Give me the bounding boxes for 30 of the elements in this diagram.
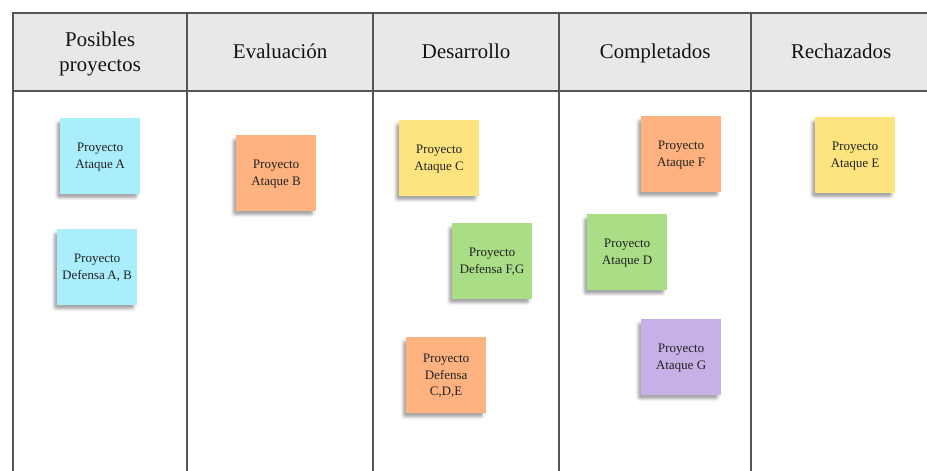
note-text: Proyecto Defensa F,G [458, 244, 526, 278]
sticky-note [452, 223, 532, 299]
sticky-note [406, 337, 486, 413]
note-text: Proyecto Ataque B [250, 156, 302, 190]
note-text: Proyecto Defensa A, B [61, 250, 133, 284]
sticky-note [641, 319, 721, 395]
column-title: Posibles proyectos [58, 26, 142, 78]
note-text: Proyecto Ataque C [413, 141, 465, 175]
column-title: Desarrollo [422, 39, 510, 65]
sticky-note [815, 117, 895, 193]
sticky-note [641, 116, 721, 192]
sticky-note [399, 120, 479, 196]
board-column [558, 12, 750, 471]
sticky-note [587, 214, 667, 290]
note-text: Proyecto Ataque E [830, 138, 880, 172]
column-title: Evaluación [232, 39, 328, 65]
note-text: Proyecto Defensa C,D,E [422, 350, 470, 400]
note-text: Proyecto Ataque F [656, 137, 706, 171]
sticky-note [57, 229, 137, 305]
board-column [750, 12, 927, 471]
note-text: Proyecto Ataque G [654, 340, 708, 374]
board-column [186, 12, 372, 471]
sticky-note [60, 118, 140, 194]
column-title: Completados [600, 39, 710, 65]
note-text: Proyecto Ataque A [74, 139, 126, 173]
board-column [372, 12, 558, 471]
column-title: Rechazados [790, 39, 892, 65]
note-text: Proyecto Ataque D [600, 235, 654, 269]
sticky-note [236, 135, 316, 211]
board-column [12, 12, 186, 471]
